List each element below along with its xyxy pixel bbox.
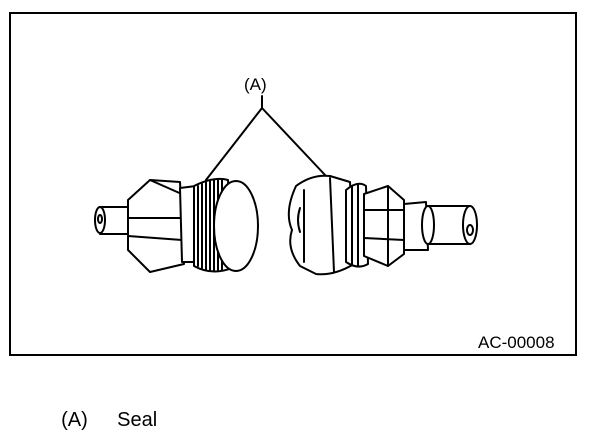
right-hex-nut [363,185,405,267]
right-union-nut [287,174,369,276]
callout-leader-lines [205,95,327,181]
left-tube [94,206,129,235]
figure-code: AC-00008 [478,333,555,352]
legend-text: Seal [117,409,158,431]
figure-frame [9,12,577,356]
legend: (A) Seal [50,390,157,430]
right-tube [403,201,478,251]
left-hex-nut [127,179,185,273]
legend-key: (A) [61,409,88,431]
left-seal-cap [193,177,259,273]
callout-label-a: (A) [244,75,267,94]
